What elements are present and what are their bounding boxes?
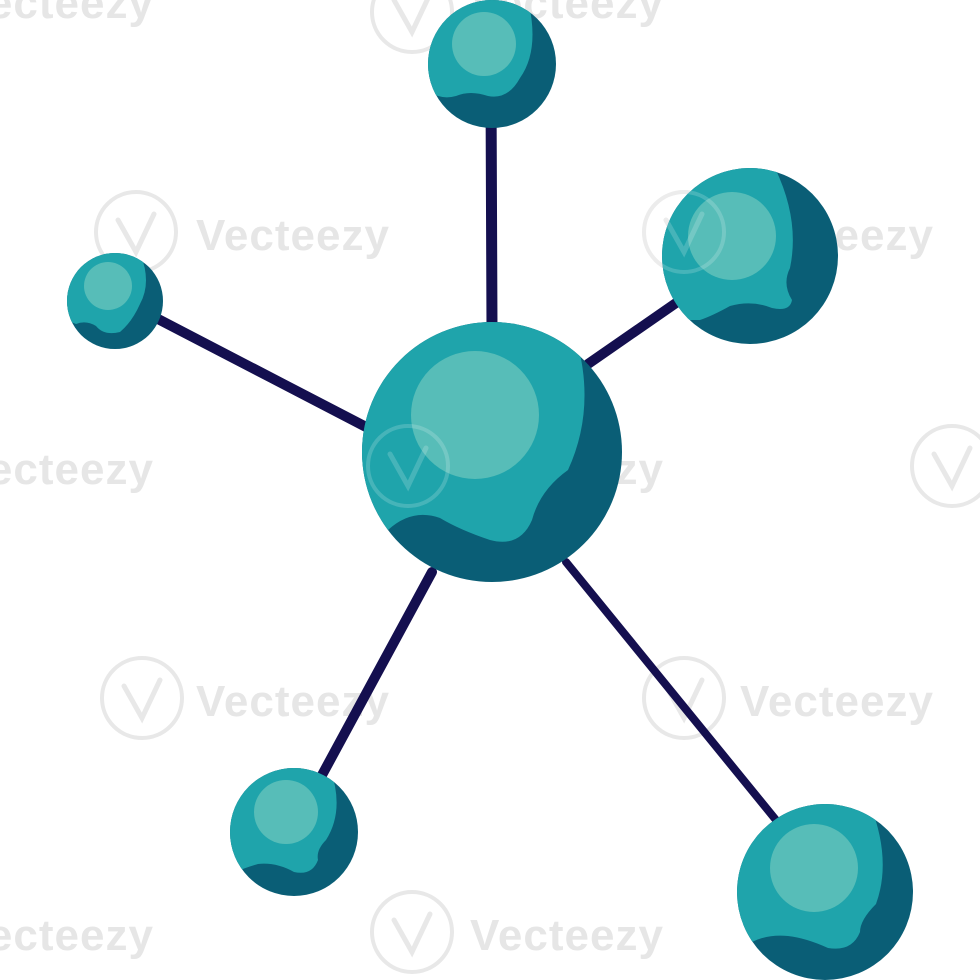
watermark-mark (910, 424, 980, 508)
watermark-mark (370, 890, 454, 974)
watermark-mark (366, 424, 450, 508)
watermark-text: Vecteezy (0, 911, 154, 960)
sphere-right (662, 168, 838, 344)
watermark-text: Vecteezy (740, 677, 934, 726)
watermark-overlay (366, 190, 726, 508)
bond-bottom-left (297, 567, 437, 817)
watermark-text: Vecteezy (470, 911, 664, 960)
sphere-left (67, 253, 163, 349)
watermark-mark (642, 190, 726, 274)
watermark-text: Vecteezy (0, 0, 154, 28)
sphere-bottom-left (230, 768, 358, 896)
sphere-center (362, 322, 622, 582)
sphere-bottom-right (737, 804, 913, 980)
bond-bottom-right (562, 558, 806, 856)
watermark-text: Vecteezy (196, 211, 390, 260)
watermark-text: Vecteezy (0, 445, 154, 494)
watermark-mark (100, 656, 184, 740)
bond-left (128, 301, 373, 433)
bond-top (485, 82, 498, 336)
sphere-top (428, 0, 556, 128)
watermark-mark (370, 0, 454, 54)
